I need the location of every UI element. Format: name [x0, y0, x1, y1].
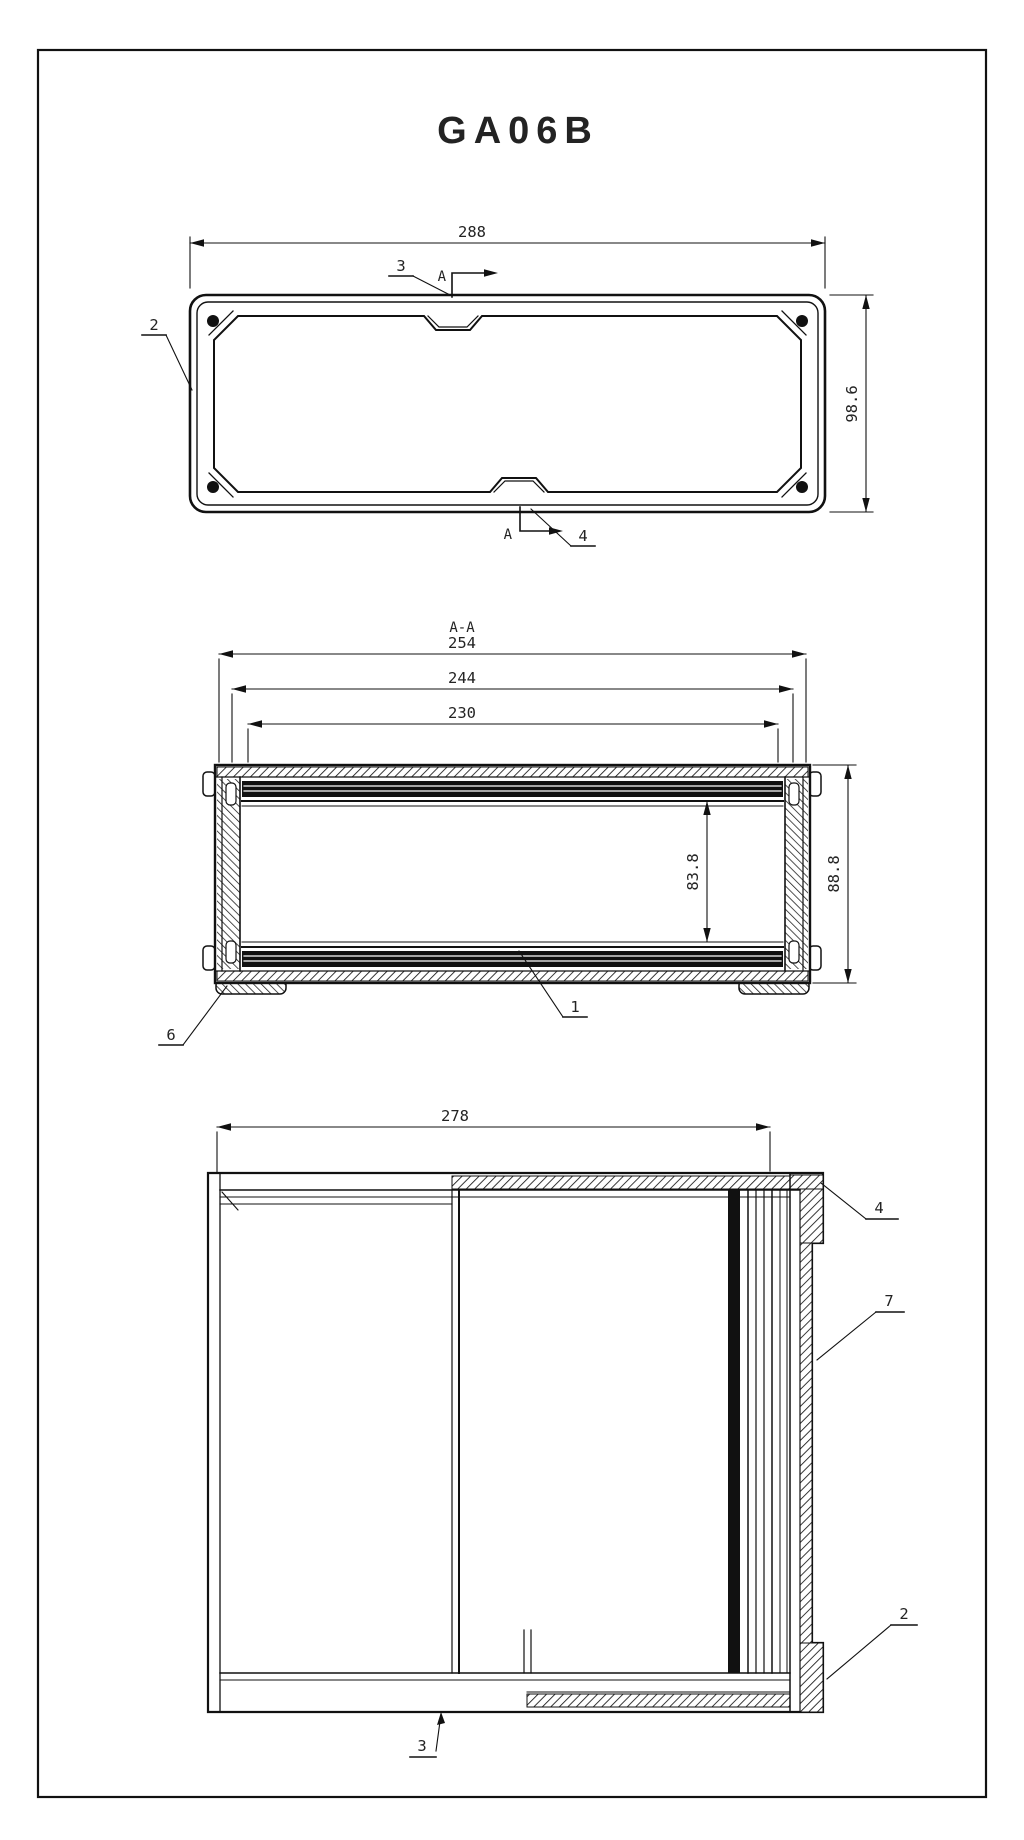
sheet-border — [36, 48, 988, 1799]
balloon-4-side: 4 — [874, 1199, 883, 1217]
dim-230: 230 — [448, 704, 476, 722]
balloon-2-side: 2 — [899, 1605, 908, 1623]
dim-top-width: 288 — [458, 223, 486, 241]
screw-hole — [796, 315, 808, 327]
side-view: 278 — [206, 1107, 918, 1758]
dim-outer-height: 88.8 — [825, 855, 843, 892]
top-view: 288 98.6 A A 3 4 2 — [141, 223, 874, 547]
dim-254: 254 — [448, 634, 476, 652]
balloon-1: 1 — [570, 998, 579, 1016]
balloon-2-top: 2 — [149, 316, 158, 334]
section-view: A-A 254 244 230 83.8 88.8 6 — [158, 620, 857, 1046]
section-title: A-A — [449, 620, 475, 636]
screw-hole — [796, 481, 808, 493]
page-title: GA06B — [437, 110, 599, 152]
screw-hole — [207, 315, 219, 327]
dim-244: 244 — [448, 669, 476, 687]
section-arrow-a-bottom: A — [504, 527, 513, 543]
screw-hole — [207, 481, 219, 493]
dim-top-height: 98.6 — [843, 385, 861, 422]
dim-inner-height: 83.8 — [684, 853, 702, 890]
balloon-3-side: 3 — [417, 1737, 426, 1755]
dim-side-width: 278 — [441, 1107, 469, 1125]
balloon-6: 6 — [166, 1026, 175, 1044]
section-arrow-a-top: A — [438, 269, 447, 285]
balloon-7: 7 — [884, 1292, 893, 1310]
balloon-4-top: 4 — [578, 527, 587, 545]
balloon-3-top: 3 — [396, 257, 405, 275]
